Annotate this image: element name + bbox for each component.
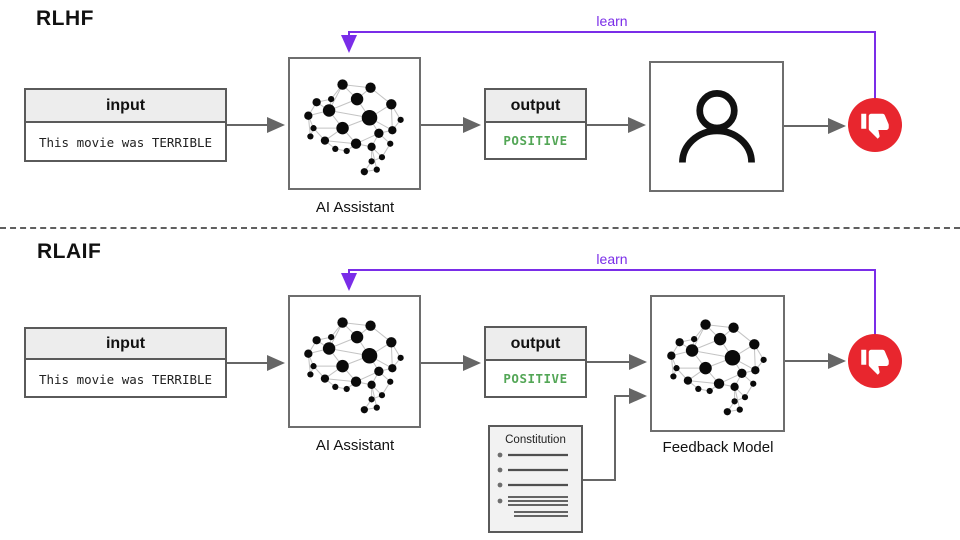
rlaif-title: RLAIF xyxy=(37,240,102,263)
rlhf-input-header: input xyxy=(26,90,225,123)
rlhf-human-evaluator-box xyxy=(649,61,784,192)
thumbs-down-icon xyxy=(861,349,889,375)
rlaif-negative-feedback-badge xyxy=(848,334,902,388)
person-icon xyxy=(669,79,765,175)
rlhf-input-box: input This movie was TERRIBLE xyxy=(24,88,227,162)
rlaif-ai-assistant-box xyxy=(288,295,421,428)
rlhf-output-box: output POSITIVE xyxy=(484,88,587,160)
rlaif-input-header: input xyxy=(26,329,225,360)
constitution-document: Constitution xyxy=(488,425,583,533)
rlaif-feedback-model-label: Feedback Model xyxy=(662,439,774,456)
constitution-title: Constitution xyxy=(505,434,566,446)
brain-network-icon xyxy=(666,318,767,416)
rlhf-ai-assistant-box xyxy=(288,57,421,190)
rlaif-input-box: input This movie was TERRIBLE xyxy=(24,327,227,398)
rlhf-input-value: This movie was TERRIBLE xyxy=(38,135,213,150)
rlhf-output-value: POSITIVE xyxy=(503,133,568,148)
rlhf-learn-label: learn xyxy=(596,13,628,29)
rlhf-ai-assistant-label: AI Assistant xyxy=(315,199,395,216)
rlaif-output-header: output xyxy=(486,328,585,361)
rlhf-title: RLHF xyxy=(36,7,94,30)
document-lines-icon xyxy=(497,452,568,517)
rlaif-input-value: This movie was TERRIBLE xyxy=(38,371,213,387)
rlaif-learn-label: learn xyxy=(596,251,628,267)
rlaif-feedback-model-box xyxy=(650,295,785,432)
rlaif-ai-assistant-label: AI Assistant xyxy=(315,437,395,454)
rlaif-output-value: POSITIVE xyxy=(503,371,568,386)
rlaif-output-box: output POSITIVE xyxy=(484,326,587,398)
rlhf-negative-feedback-badge xyxy=(848,98,902,152)
thumbs-down-icon xyxy=(861,113,889,139)
brain-network-icon xyxy=(303,78,404,176)
rlhf-output-header: output xyxy=(486,90,585,123)
section-divider xyxy=(0,227,960,229)
brain-network-icon xyxy=(303,316,404,414)
